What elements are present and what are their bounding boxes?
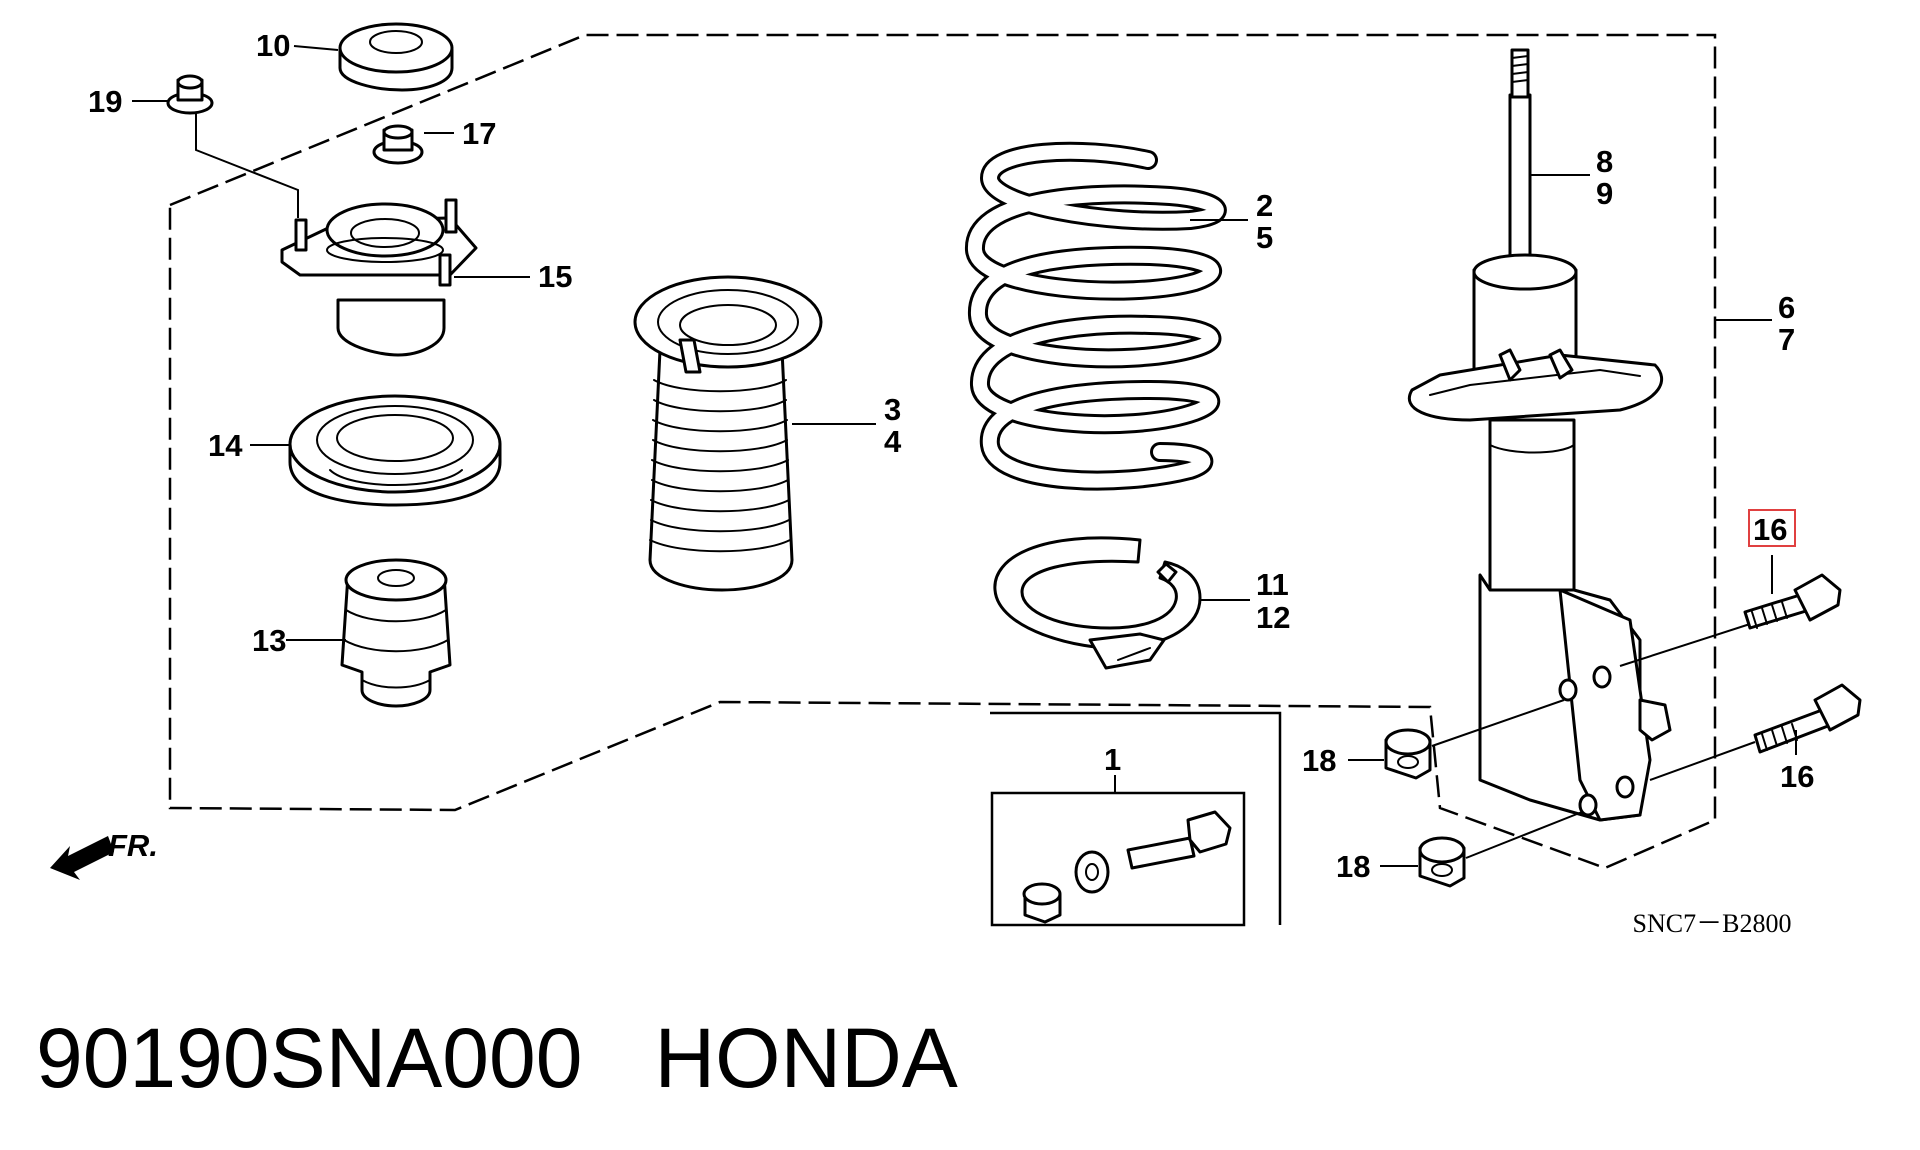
part-number: 90190SNA000: [36, 1011, 583, 1105]
callout-11: 11: [1256, 567, 1289, 602]
callout-13: 13: [252, 623, 286, 658]
part-13-bump-stop: [340, 558, 452, 708]
part-11-12-spring-seat: [993, 536, 1202, 670]
callout-4: 4: [884, 424, 902, 459]
kit-frame-inner: [990, 791, 1246, 927]
callout-8: 8: [1596, 144, 1613, 179]
callout-16-lower: 16: [1780, 759, 1814, 794]
footer-caption: 90190SNA000 HONDA: [36, 1010, 1030, 1107]
kit-frame-outer: [990, 711, 1282, 925]
part-16-bolt-lower: [1753, 683, 1862, 754]
assembly-boundary: [168, 33, 1717, 870]
callout-18-upper: 18: [1302, 743, 1336, 778]
callout-9: 9: [1596, 176, 1613, 211]
part-6-7-strut: [1408, 48, 1672, 822]
callout-14: 14: [208, 428, 243, 463]
callout-17: 17: [462, 116, 496, 151]
front-direction-arrow: FR.: [50, 828, 158, 880]
part-16-bolt-upper: [1743, 573, 1842, 630]
callout-labels: 10 19 17 15 14 13 3 4 2 5 11 12 8 9 6 7 …: [88, 28, 1814, 884]
callout-2: 2: [1256, 188, 1273, 223]
front-indicator-label: FR.: [108, 828, 158, 863]
callout-15: 15: [538, 259, 572, 294]
highlight-box-16: [1748, 509, 1796, 547]
callout-12: 12: [1256, 600, 1290, 635]
callout-6: 6: [1778, 290, 1795, 325]
leader-lines: [132, 45, 1797, 867]
callout-16-upper: 16: [1753, 512, 1787, 547]
callout-19: 19: [88, 84, 122, 119]
callout-7: 7: [1778, 322, 1795, 357]
brand-name: HONDA: [654, 1011, 958, 1105]
part-1-kit-contents: [1022, 810, 1232, 924]
callout-1: 1: [1104, 742, 1121, 777]
part-15-upper-mount: [280, 198, 478, 357]
drawing-code: SNC7－B2800: [1633, 909, 1792, 938]
callout-3: 3: [884, 392, 901, 427]
part-14-bearing: [288, 394, 502, 507]
part-18-nut-lower: [1418, 836, 1466, 888]
part-18-nut-upper: [1384, 728, 1432, 780]
part-3-4-dust-boot: [633, 275, 823, 592]
part-17-nut: [372, 124, 424, 165]
callout-5: 5: [1256, 220, 1273, 255]
callout-10: 10: [256, 28, 290, 63]
part-2-5-coil-spring: [965, 141, 1227, 491]
callout-18-lower: 18: [1336, 849, 1370, 884]
part-10-washer: [338, 22, 454, 92]
part-19-nut: [166, 74, 214, 115]
